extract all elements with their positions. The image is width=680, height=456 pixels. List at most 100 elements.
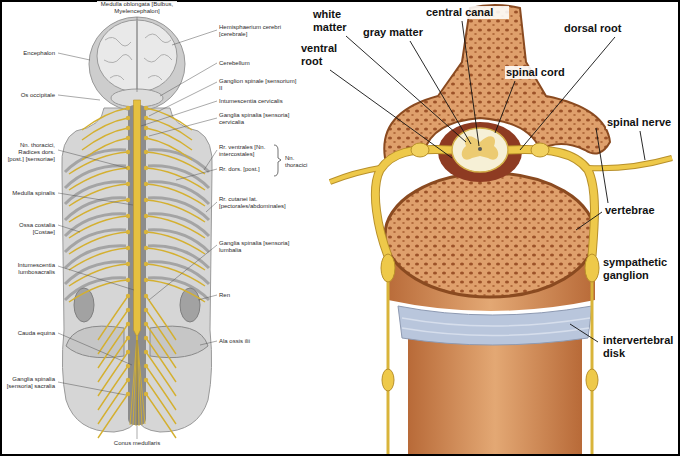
anatomy-label: Ganglia spinalia [sensoria] lumbalia [218, 240, 298, 254]
spinal-nerves [144, 214, 205, 238]
spinal-nerves [144, 126, 192, 150]
spinal-nerves [144, 116, 192, 140]
vertebral-body [385, 173, 595, 297]
anatomy-label: Ren [218, 292, 298, 299]
nerve-roots [330, 168, 380, 182]
spinal-cord-section [452, 128, 508, 172]
leader-lines [58, 150, 127, 168]
anatomy-label: Medulla spinalis [4, 190, 56, 197]
anatomy-label: Cerebellum [218, 60, 298, 67]
structure-label: spinal cord [505, 66, 575, 79]
lower-vertebra [408, 336, 582, 456]
leader-lines [149, 245, 217, 300]
spinal-nerves [144, 150, 205, 174]
nerve-roots [508, 150, 595, 256]
sympathetic-trunk [381, 254, 395, 282]
spinal-nerves [144, 278, 205, 302]
spinal-cord-section [462, 136, 499, 159]
leader-lines [176, 169, 217, 180]
intervertebral-disk [398, 306, 592, 345]
leader-lines [58, 53, 90, 60]
leader-lines [58, 193, 133, 205]
lower-vertebra [408, 336, 582, 456]
spinal-nerves [144, 322, 176, 368]
structure-label: central canal [425, 6, 509, 19]
anatomy-label: Nn. thoracici, Radices dors. [post.] [se… [4, 142, 56, 163]
spinal-nerves [144, 230, 205, 254]
spinal-nerves [144, 308, 176, 354]
spinal-cord [130, 336, 145, 426]
leader-lines [172, 30, 217, 45]
structure-label: vertebrae [604, 204, 674, 217]
spinal-nerves [144, 392, 176, 438]
spinal-nerves [69, 262, 130, 286]
spinal-nerves [98, 294, 130, 340]
nerve-roots [375, 150, 452, 256]
spinal-nerves [98, 378, 130, 424]
anatomy-label: Ossa costalia [Costae] [4, 222, 56, 236]
leader-lines [520, 37, 615, 150]
leader-lines [274, 145, 281, 176]
leader-lines [495, 81, 515, 133]
anatomy-label: Conus medullaris [97, 440, 177, 447]
leader-lines [206, 202, 217, 212]
nerve-roots [411, 143, 429, 157]
anatomy-label: Medulla oblongata [Bulbus, Myelencephalo… [97, 1, 177, 15]
anatomy-label: Intumescentia cervicalis [218, 98, 298, 105]
vertebral-body [385, 173, 595, 311]
spinal-nerves [144, 294, 176, 340]
group-label: Nn. thoracici [284, 155, 316, 169]
spinal-nerves [69, 230, 130, 254]
body-figure [89, 17, 185, 111]
intervertebral-disk [398, 306, 592, 345]
spinal-nerves [144, 246, 205, 270]
structure-label: dorsal root [563, 22, 635, 35]
spinal-nerves [82, 116, 130, 140]
spinal-nerves [144, 336, 176, 382]
spinal-cord [130, 100, 145, 426]
anatomy-label: Hemisphaerium cerebri [cerebrale] [218, 24, 298, 38]
intervertebral-disk [402, 318, 590, 336]
spinal-nerves [144, 364, 176, 410]
sympathetic-trunk [381, 254, 599, 456]
sympathetic-trunk [382, 369, 394, 391]
leader-lines [462, 21, 479, 146]
sympathetic-trunk [585, 254, 599, 282]
spinal-nerves [144, 198, 205, 222]
spinal-nerves [82, 106, 130, 130]
spinal-nerves [69, 150, 130, 174]
leader-lines [137, 340, 138, 439]
leader-lines [346, 36, 466, 142]
spinal-nerves [98, 308, 130, 354]
spinal-nerves [98, 392, 130, 438]
spinal-nerves [69, 278, 130, 302]
leader-lines [570, 324, 598, 342]
spinal-nerves [144, 378, 176, 424]
spinal-nerves [98, 350, 130, 396]
anatomy-label: Ala ossis ilii [218, 338, 298, 345]
spinal-nerves [144, 182, 205, 206]
structure-label: spinal nerve [606, 116, 676, 129]
spinal-cord-section [452, 128, 508, 172]
leader-lines [204, 150, 217, 170]
spinal-nerves [69, 198, 130, 222]
spinal-nerves [69, 214, 130, 238]
spinal-nerves [98, 364, 130, 410]
leader-lines [410, 41, 471, 144]
anatomy-label: Rr. dors. [post.] [218, 166, 274, 173]
spinal-nerves [144, 262, 205, 286]
nerve-roots [375, 150, 452, 256]
leader-lines [149, 118, 217, 136]
nerve-roots [508, 150, 595, 256]
spinal-nerves [98, 336, 130, 382]
anatomy-label: Encephalon [4, 50, 56, 57]
leader-lines [640, 131, 645, 160]
structure-label: white matter [312, 8, 356, 33]
leader-lines [160, 63, 217, 96]
sympathetic-trunk [586, 369, 598, 391]
anatomy-label: Intumescentia lumbosacralis [4, 262, 56, 276]
leader-lines [149, 82, 217, 116]
